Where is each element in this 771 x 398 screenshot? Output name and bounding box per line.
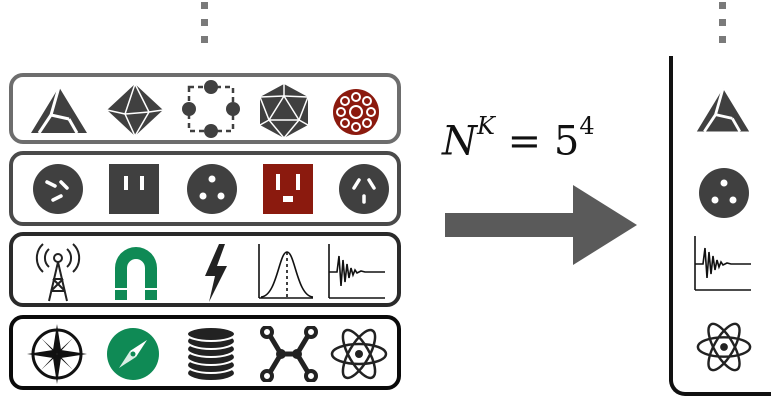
database-icon	[186, 326, 236, 382]
formula-base: N	[442, 118, 477, 165]
formula-value-base: 5	[553, 118, 580, 165]
molecule-icon	[260, 326, 318, 382]
option-row-1	[9, 73, 401, 144]
bell-curve-icon	[258, 244, 314, 299]
outlet-three-dot-icon	[699, 168, 749, 218]
option-row-3	[9, 232, 401, 307]
outlet-us-red-icon	[263, 164, 313, 214]
compass-icon	[107, 328, 159, 380]
lightning-icon	[205, 244, 227, 302]
option-row-2	[9, 151, 401, 226]
combinations-formula: NK = 54	[442, 112, 622, 178]
continuation-dots-right	[719, 2, 727, 53]
formula-equals: =	[507, 118, 542, 165]
antenna-icon	[35, 243, 81, 302]
octahedron-icon	[106, 83, 164, 138]
signal-decay-icon	[694, 236, 751, 291]
outlet-three-dot-icon	[187, 164, 237, 214]
atom-icon	[330, 328, 388, 380]
triangle-icon	[696, 88, 750, 133]
selected-combination-panel	[669, 56, 771, 396]
outlet-angled-icon	[339, 164, 389, 214]
magnet-icon	[115, 247, 157, 300]
outlet-square-icon	[109, 164, 159, 214]
formula-exponent: K	[477, 112, 495, 140]
icosahedron-icon	[259, 84, 309, 139]
outlet-round-icon	[33, 164, 83, 214]
triangle-icon	[31, 86, 87, 134]
signal-decay-icon	[328, 244, 385, 299]
formula-value-exponent: 4	[579, 112, 595, 140]
atom-icon	[696, 322, 752, 372]
ring-dots-icon	[333, 89, 379, 135]
option-row-4	[9, 315, 401, 390]
continuation-dots-left	[201, 2, 209, 53]
compass-rose-icon	[27, 324, 87, 384]
network-square-icon	[182, 80, 240, 138]
right-arrow-icon	[445, 185, 637, 265]
